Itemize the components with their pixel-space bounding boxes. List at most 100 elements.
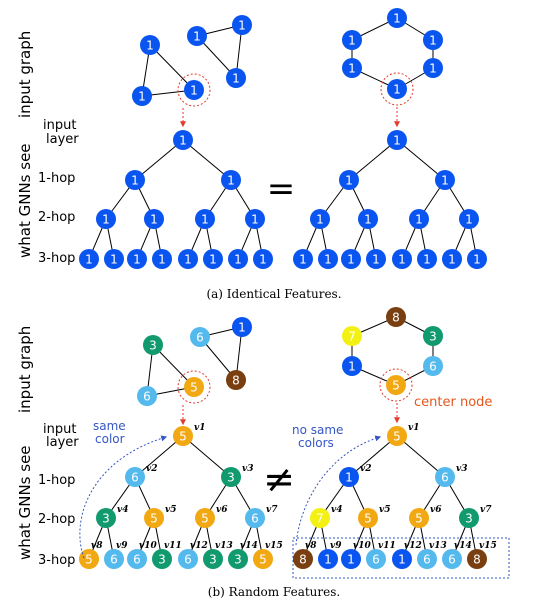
node-label: 5 xyxy=(259,553,267,567)
graph-node-b-right: 1 xyxy=(342,356,362,376)
node-label: 1 xyxy=(146,39,154,53)
node-circle xyxy=(137,386,157,406)
tree-hop3-node: 1 xyxy=(442,249,462,269)
node-circle xyxy=(459,508,479,528)
input-graph-label-a: input graph xyxy=(16,31,34,118)
node-label: 1 xyxy=(348,62,356,76)
node-circle xyxy=(409,209,429,229)
node-label: 1 xyxy=(133,253,141,267)
node-circle xyxy=(152,249,172,269)
node-circle xyxy=(226,370,246,390)
node-circle xyxy=(310,508,330,528)
node-label: 1 xyxy=(345,174,353,188)
relation-equal: = xyxy=(267,169,296,209)
node-label: 3 xyxy=(234,553,242,567)
node-label: 6 xyxy=(448,553,456,567)
node-circle xyxy=(253,249,273,269)
relation-not-equal: ≠ xyxy=(263,457,295,501)
node-label: 1 xyxy=(324,553,332,567)
tree-hop3-node: 6 xyxy=(178,549,198,569)
tree-side-label-b: what GNNs see xyxy=(16,445,34,560)
vertex-id-label: v15 xyxy=(479,541,497,551)
node-label: 6 xyxy=(429,360,437,374)
node-circle xyxy=(221,467,241,487)
node-circle xyxy=(125,170,145,190)
tree-hop3-node: 1 xyxy=(293,249,313,269)
tree-hop3-node: 3 xyxy=(228,549,248,569)
node-label: 1 xyxy=(448,253,456,267)
node-circle xyxy=(339,467,359,487)
same-color-label: same xyxy=(93,419,126,433)
node-circle xyxy=(342,326,362,346)
tree-hop3-node: 8 xyxy=(293,549,313,569)
tree-hop3-node: 3 xyxy=(203,549,223,569)
graph-node-b-right: 5 xyxy=(386,375,406,395)
node-circle xyxy=(144,508,164,528)
node-circle xyxy=(387,130,407,150)
vertex-id-label: v4 xyxy=(331,505,343,515)
node-circle xyxy=(187,26,207,46)
tree-hop3-node: 1 xyxy=(203,249,223,269)
focus-ring-a-left xyxy=(177,73,211,107)
tree-hop3-node: 1 xyxy=(228,249,248,269)
node-label: 6 xyxy=(133,553,141,567)
center-node-label: center node xyxy=(414,395,492,410)
graph-edge xyxy=(134,139,184,181)
vertex-id-label: v9 xyxy=(116,541,128,551)
node-label: 1 xyxy=(429,62,437,76)
node-circle xyxy=(143,335,163,355)
vertex-id-label: v14 xyxy=(240,541,258,551)
node-label: 6 xyxy=(184,553,192,567)
node-label: 1 xyxy=(85,253,93,267)
node-circle xyxy=(104,249,124,269)
vertex-id-label: v2 xyxy=(360,464,372,474)
tree-hop2-node: 1 xyxy=(195,209,215,229)
tree-hop1-node: 1 xyxy=(339,467,359,487)
tree-hop3-node: 8 xyxy=(467,549,487,569)
vertex-id-label: v5 xyxy=(379,505,391,515)
node-circle xyxy=(203,549,223,569)
node-label: 1 xyxy=(415,213,423,227)
tree-root-node: 1 xyxy=(173,130,193,150)
vertex-id-label: v1 xyxy=(194,423,206,433)
vertex-id-label: v3 xyxy=(456,464,468,474)
vertex-id-label: v2 xyxy=(146,464,158,474)
node-circle xyxy=(228,249,248,269)
graph-node-a-right: 1 xyxy=(387,8,407,28)
node-circle xyxy=(195,508,215,528)
tree-hop2-node: 1 xyxy=(409,209,429,229)
tree-side-label-a: what GNNs see xyxy=(16,143,34,258)
node-circle xyxy=(293,549,313,569)
tree-hop3-node: 1 xyxy=(341,549,361,569)
node-label: 1 xyxy=(348,360,356,374)
tree-hop1-node: 1 xyxy=(221,170,241,190)
node-label: 8 xyxy=(392,311,400,325)
graph-node-a-right: 1 xyxy=(342,30,362,50)
tree-hop2-node: 1 xyxy=(310,209,330,229)
vertex-id-label: v11 xyxy=(164,541,182,551)
tree-hop3-node: 1 xyxy=(366,249,386,269)
node-circle xyxy=(435,170,455,190)
graph-node-b-right: 3 xyxy=(423,326,443,346)
node-label: 5 xyxy=(364,512,372,526)
vertex-id-label: v12 xyxy=(404,541,422,551)
tree-hop1-node: 1 xyxy=(125,170,145,190)
same-color-label-2: color xyxy=(95,432,125,446)
tree-hop2-node: 3 xyxy=(96,508,116,528)
graph-node-b-left: 3 xyxy=(143,335,163,355)
tree-hop3-node: 1 xyxy=(127,249,147,269)
node-circle xyxy=(184,377,204,397)
node-label: 3 xyxy=(209,553,217,567)
node-label: 1 xyxy=(324,253,332,267)
tree-hop3-node: 1 xyxy=(253,249,273,269)
graph-node-a-right: 1 xyxy=(387,79,407,99)
row-label-input-layer-b-2: layer xyxy=(46,435,79,450)
vertex-id-label: v13 xyxy=(429,541,447,551)
node-circle xyxy=(467,249,487,269)
node-label: 1 xyxy=(190,84,198,98)
node-circle xyxy=(178,549,198,569)
node-label: 3 xyxy=(158,553,166,567)
node-circle xyxy=(152,549,172,569)
node-label: 1 xyxy=(316,213,324,227)
